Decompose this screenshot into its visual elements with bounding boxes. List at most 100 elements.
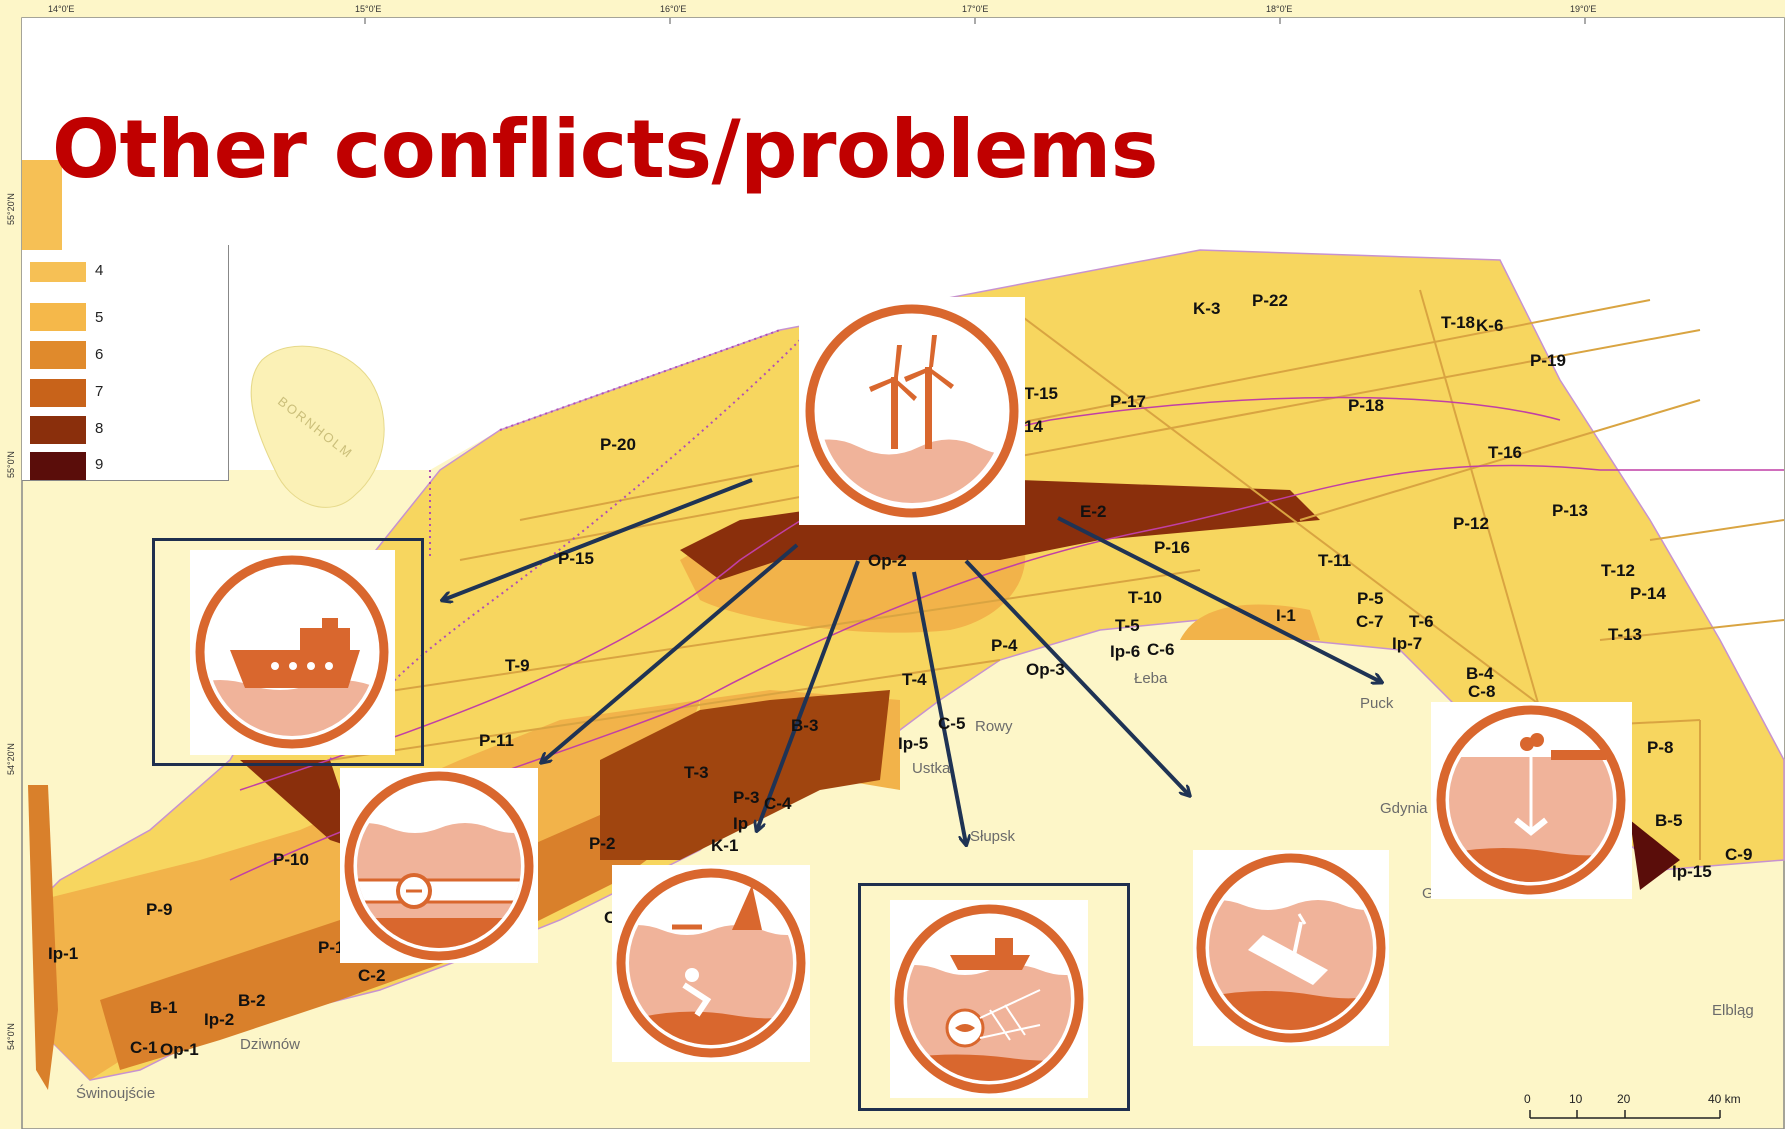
zone-label: T-12 bbox=[1601, 561, 1636, 580]
wind-farm-icon bbox=[799, 297, 1025, 525]
zone-label: Ip-15 bbox=[1672, 862, 1712, 881]
zone-label: Op-3 bbox=[1026, 660, 1065, 679]
shipping-icon-frame bbox=[152, 538, 424, 766]
longitude-label: 19°0'E bbox=[1570, 4, 1597, 14]
zone-label: K-1 bbox=[711, 836, 739, 855]
zone-label: T-4 bbox=[902, 670, 927, 689]
zone-label: P-2 bbox=[589, 834, 616, 853]
legend-label: 9 bbox=[95, 456, 104, 473]
zone-label: P-3 bbox=[733, 788, 760, 807]
zone-label: B-3 bbox=[791, 716, 819, 735]
dredging-extraction-icon bbox=[1431, 702, 1632, 899]
legend-label: 6 bbox=[95, 346, 104, 363]
zone-label: T-18 bbox=[1441, 313, 1476, 332]
zone-label: C-1 bbox=[130, 1038, 158, 1057]
legend-swatch-4 bbox=[30, 262, 86, 282]
zone-label: Op-2 bbox=[868, 551, 907, 570]
shipwreck-icon bbox=[1193, 850, 1389, 1046]
zone-label: T-11 bbox=[1318, 551, 1352, 570]
legend-swatch-8 bbox=[30, 416, 86, 444]
zone-label: C-6 bbox=[1147, 640, 1175, 659]
longitude-label: 17°0'E bbox=[962, 4, 989, 14]
zone-label: B-2 bbox=[238, 991, 266, 1010]
zone-label: T-16 bbox=[1488, 443, 1523, 462]
longitude-label: 14°0'E bbox=[48, 4, 75, 14]
zone-label: T-10 bbox=[1128, 588, 1163, 607]
zone-label: C-4 bbox=[764, 794, 792, 813]
shipping-icon bbox=[190, 550, 395, 755]
zone-label: P-10 bbox=[273, 850, 309, 869]
legend-label: 8 bbox=[95, 420, 104, 437]
longitude-label: 18°0'E bbox=[1266, 4, 1293, 14]
pipeline-icon bbox=[340, 768, 538, 963]
zone-label: P-9 bbox=[146, 900, 173, 919]
zone-label: P-5 bbox=[1357, 589, 1384, 608]
zone-label: P-22 bbox=[1252, 291, 1288, 310]
legend-label: 4 bbox=[95, 262, 104, 279]
zone-label: Ip-2 bbox=[204, 1010, 235, 1029]
zone-label: T-5 bbox=[1115, 616, 1140, 635]
town-label: Rowy bbox=[975, 718, 1013, 735]
zone-label: I-1 bbox=[1276, 606, 1296, 625]
zone-label: C-5 bbox=[938, 714, 966, 733]
zone-label: P-1 bbox=[318, 938, 345, 957]
zone-label: P-19 bbox=[1530, 351, 1566, 370]
legend-swatch-7 bbox=[30, 379, 86, 407]
zone-label: P-12 bbox=[1453, 514, 1489, 533]
zone-label: P-20 bbox=[600, 435, 636, 454]
zone-label: P-11 bbox=[479, 731, 514, 750]
legend-top-swatches bbox=[22, 160, 62, 250]
latitude-label: 54°0'N bbox=[6, 1023, 16, 1050]
town-label: G bbox=[1422, 885, 1434, 902]
zone-label: Op-1 bbox=[160, 1040, 199, 1059]
zone-label: P-14 bbox=[1630, 584, 1666, 603]
zone-label: B-5 bbox=[1655, 811, 1683, 830]
latitude-label: 55°0'N bbox=[6, 451, 16, 478]
zone-label: C-7 bbox=[1356, 612, 1384, 631]
scale-label: 20 bbox=[1617, 1092, 1631, 1106]
fishing-icon-frame bbox=[858, 883, 1130, 1111]
zone-label: Ip-6 bbox=[1110, 642, 1141, 661]
latitude-label: 55°20'N bbox=[6, 193, 16, 225]
town-label: Świnoujście bbox=[76, 1085, 156, 1102]
zone-label: T-6 bbox=[1409, 612, 1434, 631]
legend-swatch-6 bbox=[30, 341, 86, 369]
zone-label: T-3 bbox=[684, 763, 709, 782]
zone-label: Ip-1 bbox=[48, 944, 79, 963]
zone-label: K-3 bbox=[1193, 299, 1221, 318]
scale-label: 40 km bbox=[1708, 1092, 1741, 1106]
zone-label: P-17 bbox=[1110, 392, 1146, 411]
longitude-label: 15°0'E bbox=[355, 4, 382, 14]
zone-label: C-8 bbox=[1468, 682, 1496, 701]
town-label: Gdynia bbox=[1380, 800, 1428, 817]
scale-label: 0 bbox=[1524, 1092, 1531, 1106]
fishing-icon bbox=[890, 900, 1088, 1098]
zone-label: Ip bbox=[733, 814, 749, 833]
zone-label: 14 bbox=[1024, 417, 1043, 436]
zone-label: T-15 bbox=[1024, 384, 1059, 403]
zone-label: K-6 bbox=[1476, 316, 1504, 335]
legend-label: 7 bbox=[95, 383, 104, 400]
tourism-diving-icon bbox=[612, 865, 810, 1062]
zone-label: P-15 bbox=[558, 549, 594, 568]
zone-label: B-4 bbox=[1466, 664, 1494, 683]
zone-label: Ip-7 bbox=[1392, 634, 1423, 653]
legend-label: 5 bbox=[95, 309, 104, 326]
zone-label: P-18 bbox=[1348, 396, 1384, 415]
legend-swatch-5 bbox=[30, 303, 86, 331]
longitude-label: 16°0'E bbox=[660, 4, 687, 14]
zone-label: P-13 bbox=[1552, 501, 1588, 520]
town-label: Ustka bbox=[912, 760, 951, 777]
scale-label: 10 bbox=[1569, 1092, 1583, 1106]
latitude-label: 54°20'N bbox=[6, 743, 16, 775]
zone-label: Ip-5 bbox=[898, 734, 929, 753]
zone-label: P-16 bbox=[1154, 538, 1190, 557]
town-label: Elbląg bbox=[1712, 1002, 1754, 1019]
bornholm-island bbox=[250, 345, 385, 508]
zone-label: C-2 bbox=[358, 966, 386, 985]
zone-label: E-2 bbox=[1080, 502, 1107, 521]
legend-swatch-9 bbox=[30, 452, 86, 480]
zone-label: C-9 bbox=[1725, 845, 1753, 864]
zone-label: T-13 bbox=[1608, 625, 1643, 644]
